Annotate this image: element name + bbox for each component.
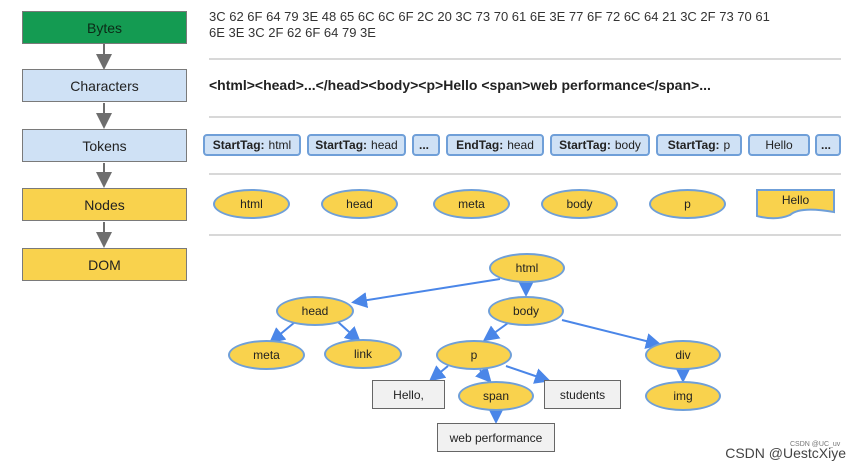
edge-html-head (351, 278, 501, 309)
tree-node-span: span (458, 381, 534, 411)
stage-characters-label: Characters (70, 77, 139, 94)
token-endtag-head: EndTag:head (446, 134, 544, 156)
token-ellipsis-1: ... (412, 134, 440, 156)
tree-text-web-performance: web performance (437, 423, 555, 452)
tree-text-hello: Hello, (372, 380, 445, 409)
watermark: CSDN @UestcXiye (725, 445, 846, 461)
edge-p-hello (428, 365, 449, 382)
node-label: p (684, 197, 691, 211)
node-html: html (213, 189, 290, 219)
edge-p-span (475, 365, 492, 383)
tree-node-label: p (470, 348, 478, 362)
tree-text-label: students (559, 387, 606, 402)
token-value: head (507, 138, 534, 152)
tree-node-div: div (645, 340, 721, 370)
tree-node-label: body (512, 304, 540, 318)
token-kind: ... (418, 138, 429, 152)
tree-node-label: link (353, 347, 372, 361)
tree-node-label: html (515, 261, 539, 275)
stage-dom-label: DOM (88, 256, 121, 273)
tree-text-label: Hello, (393, 387, 424, 402)
token-value: body (614, 138, 641, 152)
stage-tokens: Tokens (22, 129, 187, 162)
node-hello: Hello (757, 192, 834, 208)
token-text-hello: Hello (748, 134, 810, 156)
token-value: Hello (765, 138, 793, 152)
stage-nodes-label: Nodes (84, 196, 125, 213)
node-p: p (649, 189, 726, 219)
token-kind: StartTag: (315, 138, 368, 152)
token-starttag-body: StartTag:body (550, 134, 650, 156)
tree-node-label: span (482, 389, 510, 403)
node-label: head (346, 197, 373, 211)
token-starttag-head: StartTag:head (307, 134, 406, 156)
stage-dom: DOM (22, 248, 187, 281)
token-value: p (723, 138, 731, 152)
bytes-line-1: 3C 62 6F 64 79 3E 48 65 6C 6C 6F 2C 20 3… (209, 9, 770, 24)
node-label: meta (458, 197, 485, 211)
bytes-line-2: 6E 3E 3C 2F 62 6F 64 79 3E (209, 25, 376, 40)
tree-text-label: web performance (449, 430, 543, 445)
tree-node-link: link (324, 339, 402, 369)
tree-node-img: img (645, 381, 721, 411)
node-body: body (541, 189, 618, 219)
token-kind: StartTag: (667, 138, 720, 152)
node-label: Hello (781, 193, 810, 207)
token-value: html (268, 138, 292, 152)
divider-4 (209, 234, 841, 236)
tree-node-label: div (675, 348, 691, 362)
hello-node-shape (756, 189, 835, 220)
stage-characters: Characters (22, 69, 187, 102)
tree-node-html: html (489, 253, 565, 283)
token-kind: ... (820, 138, 831, 152)
bytes-text: 3C 62 6F 64 79 3E 48 65 6C 6C 6F 2C 20 3… (209, 9, 849, 41)
stage-tokens-label: Tokens (82, 137, 127, 154)
tree-node-label: img (673, 389, 693, 403)
edge-head-link (337, 321, 361, 343)
characters-text: <html><head>...</head><body><p>Hello <sp… (209, 77, 711, 93)
divider-3 (209, 173, 841, 175)
edge-head-meta (268, 321, 296, 344)
token-kind: StartTag: (212, 138, 265, 152)
node-meta: meta (433, 189, 510, 219)
tree-node-label: meta (253, 348, 280, 362)
edge-body-div (561, 319, 662, 349)
tree-node-head: head (276, 296, 354, 326)
stage-nodes: Nodes (22, 188, 187, 221)
token-kind: EndTag: (456, 138, 504, 152)
stage-bytes-label: Bytes (86, 19, 122, 36)
tree-text-students: students (544, 380, 621, 409)
token-ellipsis-2: ... (815, 134, 841, 156)
node-label: body (566, 197, 593, 211)
node-head: head (321, 189, 398, 219)
token-starttag-html: StartTag:html (203, 134, 301, 156)
edge-body-p (482, 322, 509, 342)
stage-bytes: Bytes (22, 11, 187, 44)
token-value: head (371, 138, 398, 152)
node-label: html (240, 197, 263, 211)
token-kind: StartTag: (559, 138, 611, 152)
divider-2 (209, 116, 841, 118)
divider-1 (209, 58, 841, 60)
tree-node-meta: meta (228, 340, 305, 370)
tree-node-label: head (301, 304, 329, 318)
watermark-small: CSDN @UC_uv (790, 441, 841, 448)
tree-node-body: body (488, 296, 564, 326)
edge-p-students (505, 365, 551, 384)
token-starttag-p: StartTag:p (656, 134, 742, 156)
tree-node-p: p (436, 340, 512, 370)
